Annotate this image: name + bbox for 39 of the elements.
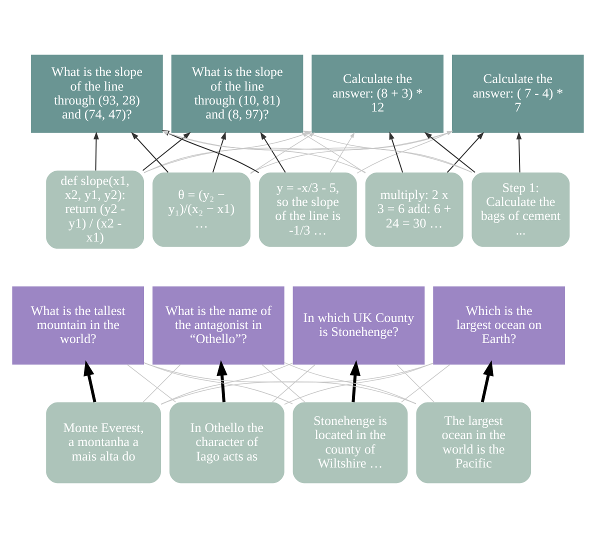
node-box: What is the slope of the line through (93, 28) and (74, 47)? <box>31 54 163 132</box>
node-box: Calculate the answer: ( 7 - 4) * 7 <box>452 54 584 132</box>
connector <box>396 364 434 402</box>
node-box: In which UK County is Stonehenge? <box>292 286 425 364</box>
node-box: θ = (y₂ − y₁)/(x₂ − x1) … <box>152 172 250 246</box>
node-box: What is the tallest mountain in the world? <box>12 286 144 364</box>
arrow <box>162 130 259 173</box>
node-box: Stonehenge is located in the county of Wiltshire … <box>292 402 408 483</box>
arrow <box>216 360 228 402</box>
arrow <box>84 360 96 402</box>
node-box: Step 1: Calculate the bags of cement ... <box>472 172 570 246</box>
node-box: Monte Everest, a montanha a mais alta do <box>46 402 161 483</box>
arrow <box>142 131 191 170</box>
arrow <box>212 131 226 172</box>
arrow <box>330 132 355 172</box>
connector <box>272 364 316 402</box>
node-box: y = -x/3 - 5, so the slope of the line is -1/3 … <box>258 172 357 246</box>
arrow <box>446 132 484 172</box>
node-box: multiply: 2 x 3 = 6 add: 6 + 24 = 30 … <box>365 172 464 246</box>
node-box: The largest ocean in the world is the Pacific <box>416 402 532 483</box>
node-box: Which is the largest ocean on Earth? <box>433 286 565 364</box>
arrow <box>480 360 494 402</box>
arrow <box>94 131 99 170</box>
connector <box>401 364 450 402</box>
connector <box>262 364 306 402</box>
arrow <box>389 131 404 172</box>
arrow <box>424 131 476 172</box>
arrow <box>350 360 361 402</box>
node-box: Calculate the answer: (8 + 3) * 12 <box>312 54 444 132</box>
arrow <box>356 130 453 174</box>
arrow <box>516 131 522 172</box>
arrow <box>260 131 286 172</box>
node-box: What is the name of the antagonist in “Othello”? <box>152 286 284 364</box>
arrow <box>131 132 168 172</box>
connector <box>127 364 176 402</box>
node-box: In Othello the character of Iago acts as <box>169 402 284 483</box>
node-box: What is the slope of the line through (10, 81) and (8, 97)? <box>171 54 304 132</box>
node-box: def slope(x1, x2, y1, y2): return (y2 - y1) / (x2 - x1) <box>46 170 144 248</box>
connector <box>142 364 181 402</box>
